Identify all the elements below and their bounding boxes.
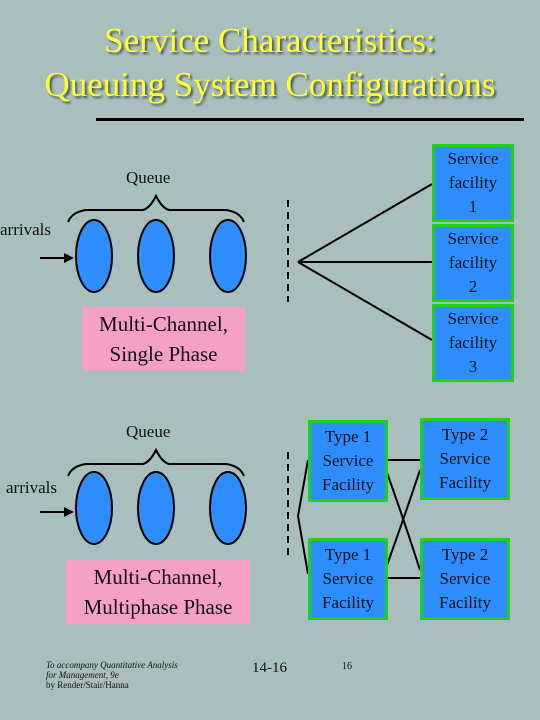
config-caption-1-line-1: Multi-Channel, [99, 312, 228, 336]
page-title-line-2: Queuing System Configurations [44, 65, 496, 104]
service-facility-2: Service facility 2 [432, 224, 514, 302]
channel-line-3 [297, 261, 433, 341]
customer-2 [137, 219, 175, 293]
type2-facility-bottom-line-1: Type 2 [441, 545, 489, 564]
slide-number: 14-16 [252, 660, 287, 676]
arrivals-label-1: arrivals [0, 220, 51, 239]
type2-facility-top-line-1: Type 2 [441, 425, 489, 444]
title-divider [96, 118, 524, 121]
type1-facility-top: Type 1 Service Facility [308, 420, 388, 502]
customer-5 [137, 471, 175, 545]
service-facility-3-line-1: Service [447, 309, 499, 328]
customer-1 [75, 219, 113, 293]
type2-facility-bottom-line-3: Facility [439, 593, 491, 612]
footer-citation-line-1: To accompany Quantitative Analysis [46, 660, 178, 670]
channel-line-4 [297, 459, 309, 517]
type2-facility-bottom-line-2: Service [439, 569, 491, 588]
type2-facility-top-line-2: Service [439, 449, 491, 468]
type1-facility-top-line-2: Service [322, 451, 374, 470]
customer-3 [209, 219, 247, 293]
footer-citation: To accompany Quantitative Analysis for M… [46, 660, 178, 690]
service-facility-1-line-1: Service [447, 149, 499, 168]
customer-4 [75, 471, 113, 545]
phase-cross-2 [385, 469, 421, 569]
channel-line-5 [297, 515, 309, 575]
footer-citation-line-3: by Render/Stair/Hanna [46, 680, 129, 690]
service-facility-3: Service facility 3 [432, 304, 514, 382]
service-facility-2-line-1: Service [447, 229, 499, 248]
queue-brace-2 [67, 447, 245, 477]
queue-brace-1 [67, 193, 245, 223]
type1-facility-bottom-line-2: Service [322, 569, 374, 588]
service-facility-3-line-3: 3 [468, 357, 478, 376]
queue-label-2: Queue [126, 422, 171, 441]
service-facility-1: Service facility 1 [432, 144, 514, 222]
queue-label-1: Queue [126, 168, 171, 187]
service-facility-1-line-2: facility [448, 173, 498, 192]
type1-facility-bottom: Type 1 Service Facility [308, 538, 388, 620]
config-caption-2: Multi-Channel, Multiphase Phase [66, 560, 250, 624]
service-facility-2-line-3: 2 [468, 277, 478, 296]
arrivals-arrowhead-2 [64, 507, 74, 517]
page-number: 16 [342, 661, 352, 672]
service-facility-1-line-3: 1 [468, 197, 478, 216]
customer-6 [209, 471, 247, 545]
type1-facility-bottom-line-3: Facility [322, 593, 374, 612]
type2-facility-bottom: Type 2 Service Facility [420, 538, 510, 620]
type1-facility-top-line-1: Type 1 [324, 427, 372, 446]
arrivals-arrowhead-1 [64, 253, 74, 263]
type2-facility-top-line-3: Facility [439, 473, 491, 492]
config-caption-1-line-2: Single Phase [109, 342, 218, 366]
page-title-line-1: Service Characteristics: [104, 21, 436, 60]
channel-line-1 [297, 183, 433, 263]
footer-citation-line-2: for Management, 9e [46, 670, 119, 680]
service-facility-2-line-2: facility [448, 253, 498, 272]
arrivals-label-2: arrivals [6, 478, 57, 497]
type2-facility-top: Type 2 Service Facility [420, 418, 510, 500]
service-facility-3-line-2: facility [448, 333, 498, 352]
type1-facility-bottom-line-1: Type 1 [324, 545, 372, 564]
type1-facility-top-line-3: Facility [322, 475, 374, 494]
config-caption-2-line-1: Multi-Channel, [93, 565, 223, 589]
config-caption-1: Multi-Channel, Single Phase [82, 307, 245, 371]
config-caption-2-line-2: Multiphase Phase [83, 595, 233, 619]
